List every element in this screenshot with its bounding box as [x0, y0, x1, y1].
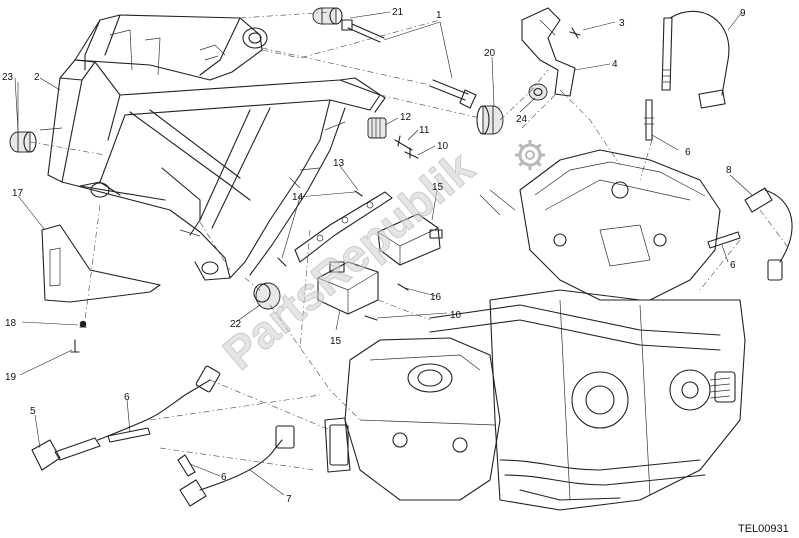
- callout-6-left: 6: [124, 392, 130, 403]
- callout-11: 11: [419, 125, 430, 136]
- ht-lead-5: [97, 379, 211, 441]
- drawing-reference: TEL00931: [738, 523, 789, 535]
- engine: [324, 149, 746, 511]
- ignition-leads: [31, 10, 793, 507]
- callout-9: 9: [740, 8, 746, 19]
- spark-plug-lower: [177, 454, 196, 477]
- bolt-16: [397, 283, 409, 291]
- ht-lead-9: [669, 10, 730, 96]
- brackets: [41, 7, 576, 315]
- bolt-18: [79, 320, 87, 328]
- bolt-19: [70, 339, 80, 353]
- callout-17: 17: [12, 188, 24, 199]
- bracket-4: [521, 7, 576, 97]
- cylinder-head-front: [344, 337, 501, 501]
- fairing-bracket-17: [41, 224, 161, 303]
- bolt-10b: [364, 315, 378, 321]
- callout-21: 21: [392, 7, 404, 18]
- assembly-lines: [29, 11, 791, 471]
- callout-12: 12: [400, 112, 412, 123]
- callout-7: 7: [286, 494, 292, 505]
- bolt-11: [394, 135, 413, 151]
- callout-6-right: 6: [730, 260, 736, 271]
- frame: [39, 14, 386, 281]
- bracket-plate-14: [294, 191, 393, 263]
- bolt-3: [569, 27, 581, 39]
- plug-cap-upper: [661, 17, 673, 91]
- callout-5: 5: [30, 406, 36, 417]
- callout-18: 18: [5, 318, 17, 329]
- cylinder-head-rear: [519, 149, 721, 301]
- callout-8: 8: [726, 165, 732, 176]
- spark-plug-upper: [645, 99, 653, 141]
- spark-plug-left: [107, 427, 151, 443]
- bolt-13: [354, 190, 363, 197]
- rubber-mounts: [9, 7, 548, 310]
- ignition-coil-upper: [377, 213, 443, 266]
- callout-1: 1: [436, 10, 442, 21]
- watermark: PartsRepublik: [213, 140, 545, 380]
- mount-12: [367, 117, 387, 139]
- bolt-1: [429, 79, 477, 109]
- mount-21: [312, 7, 385, 43]
- callout-14: 14: [292, 192, 304, 203]
- callout-16: 16: [430, 292, 442, 303]
- callout-10-upper: 10: [437, 141, 449, 152]
- callout-13: 13: [333, 158, 345, 169]
- mount-24: [528, 83, 548, 101]
- plug-cap-7: [179, 479, 207, 507]
- bolt-10: [404, 147, 419, 159]
- callout-labels: 1 2 3 4 5 6 6 6 6 7 8 9 10 10 11 12 13 1…: [2, 7, 746, 505]
- bolt-14: [277, 257, 287, 267]
- callout-19: 19: [5, 372, 17, 383]
- callout-6-upper: 6: [685, 147, 691, 158]
- plug-cap-5: [31, 439, 61, 471]
- crankcase: [489, 289, 746, 511]
- callout-24: 24: [516, 114, 528, 125]
- callout-22: 22: [230, 319, 242, 330]
- mount-20: [476, 105, 504, 135]
- gear-icon: [515, 140, 545, 170]
- callout-15-upper: 15: [432, 182, 444, 193]
- watermark-text: PartsRepublik: [213, 141, 484, 380]
- plug-cap-8: [744, 187, 773, 213]
- callout-23: 23: [2, 72, 14, 83]
- callout-6-lower: 6: [221, 472, 227, 483]
- callout-20: 20: [484, 48, 496, 59]
- callout-10-lower: 10: [450, 310, 462, 321]
- leader-lines: [14, 11, 753, 496]
- callout-2: 2: [34, 72, 40, 83]
- callout-4: 4: [612, 59, 618, 70]
- bolts: [70, 27, 581, 353]
- spark-plug-right: [707, 231, 741, 249]
- ht-lead-7: [199, 439, 283, 491]
- callout-15-lower: 15: [330, 336, 342, 347]
- callout-3: 3: [619, 18, 625, 29]
- mount-22: [253, 282, 281, 310]
- mount-23: [9, 131, 37, 153]
